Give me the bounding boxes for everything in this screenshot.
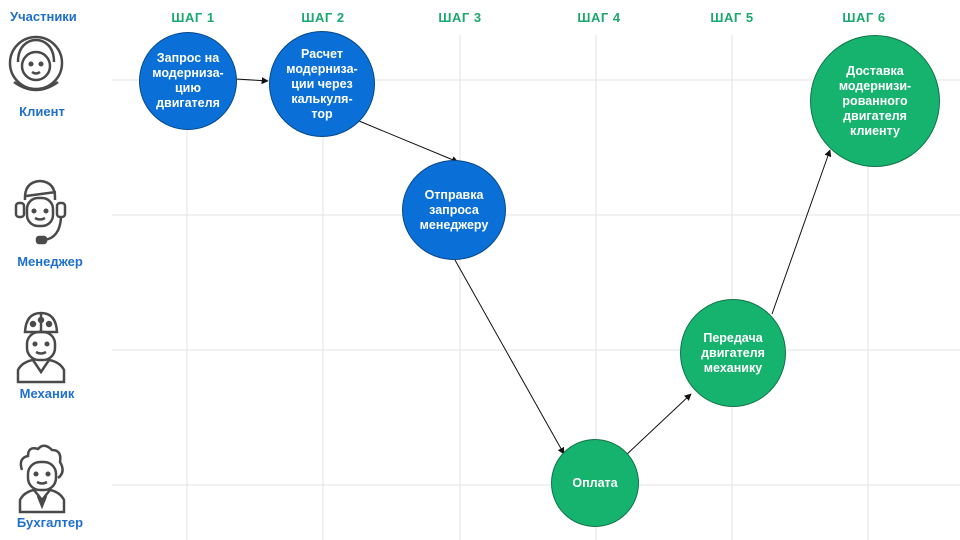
node-step6-delivery[interactable]: Доставка модернизи- рованного двигателя … [810,35,940,167]
mechanic-helmet-icon [16,311,66,384]
step-header-5: ШАГ 5 [710,10,754,25]
actor-label-manager: Менеджер [17,254,83,269]
arrow-3-4 [454,259,565,455]
arrow-4-5 [624,393,692,457]
step-header-2: ШАГ 2 [301,10,345,25]
node-step3-send-to-manager[interactable]: Отправка запроса менеджеру [402,160,506,260]
actor-label-client: Клиент [19,104,65,119]
client-icon [8,35,64,92]
step-header-3: ШАГ 3 [438,10,482,25]
step-header-4: ШАГ 4 [577,10,621,25]
arrow-1-2 [235,77,269,85]
node-step1-request[interactable]: Запрос на модерниза- цию двигателя [139,32,237,130]
arrow-2-3 [358,120,459,163]
step-header-6: ШАГ 6 [842,10,886,25]
participants-header: Участники [10,9,77,24]
node-step2-calculation[interactable]: Расчет модерниза- ции через калькуля- то… [269,31,375,137]
node-step5-handover-to-mechanic[interactable]: Передача двигателя механику [680,299,786,407]
accountant-icon [18,444,66,514]
arrow-5-6 [771,149,832,315]
node-step4-payment[interactable]: Оплата [551,439,639,527]
manager-headset-icon [14,179,67,245]
actor-label-accountant: Бухгалтер [16,515,84,530]
actor-label-mechanic: Механик [19,386,75,401]
step-header-1: ШАГ 1 [171,10,215,25]
